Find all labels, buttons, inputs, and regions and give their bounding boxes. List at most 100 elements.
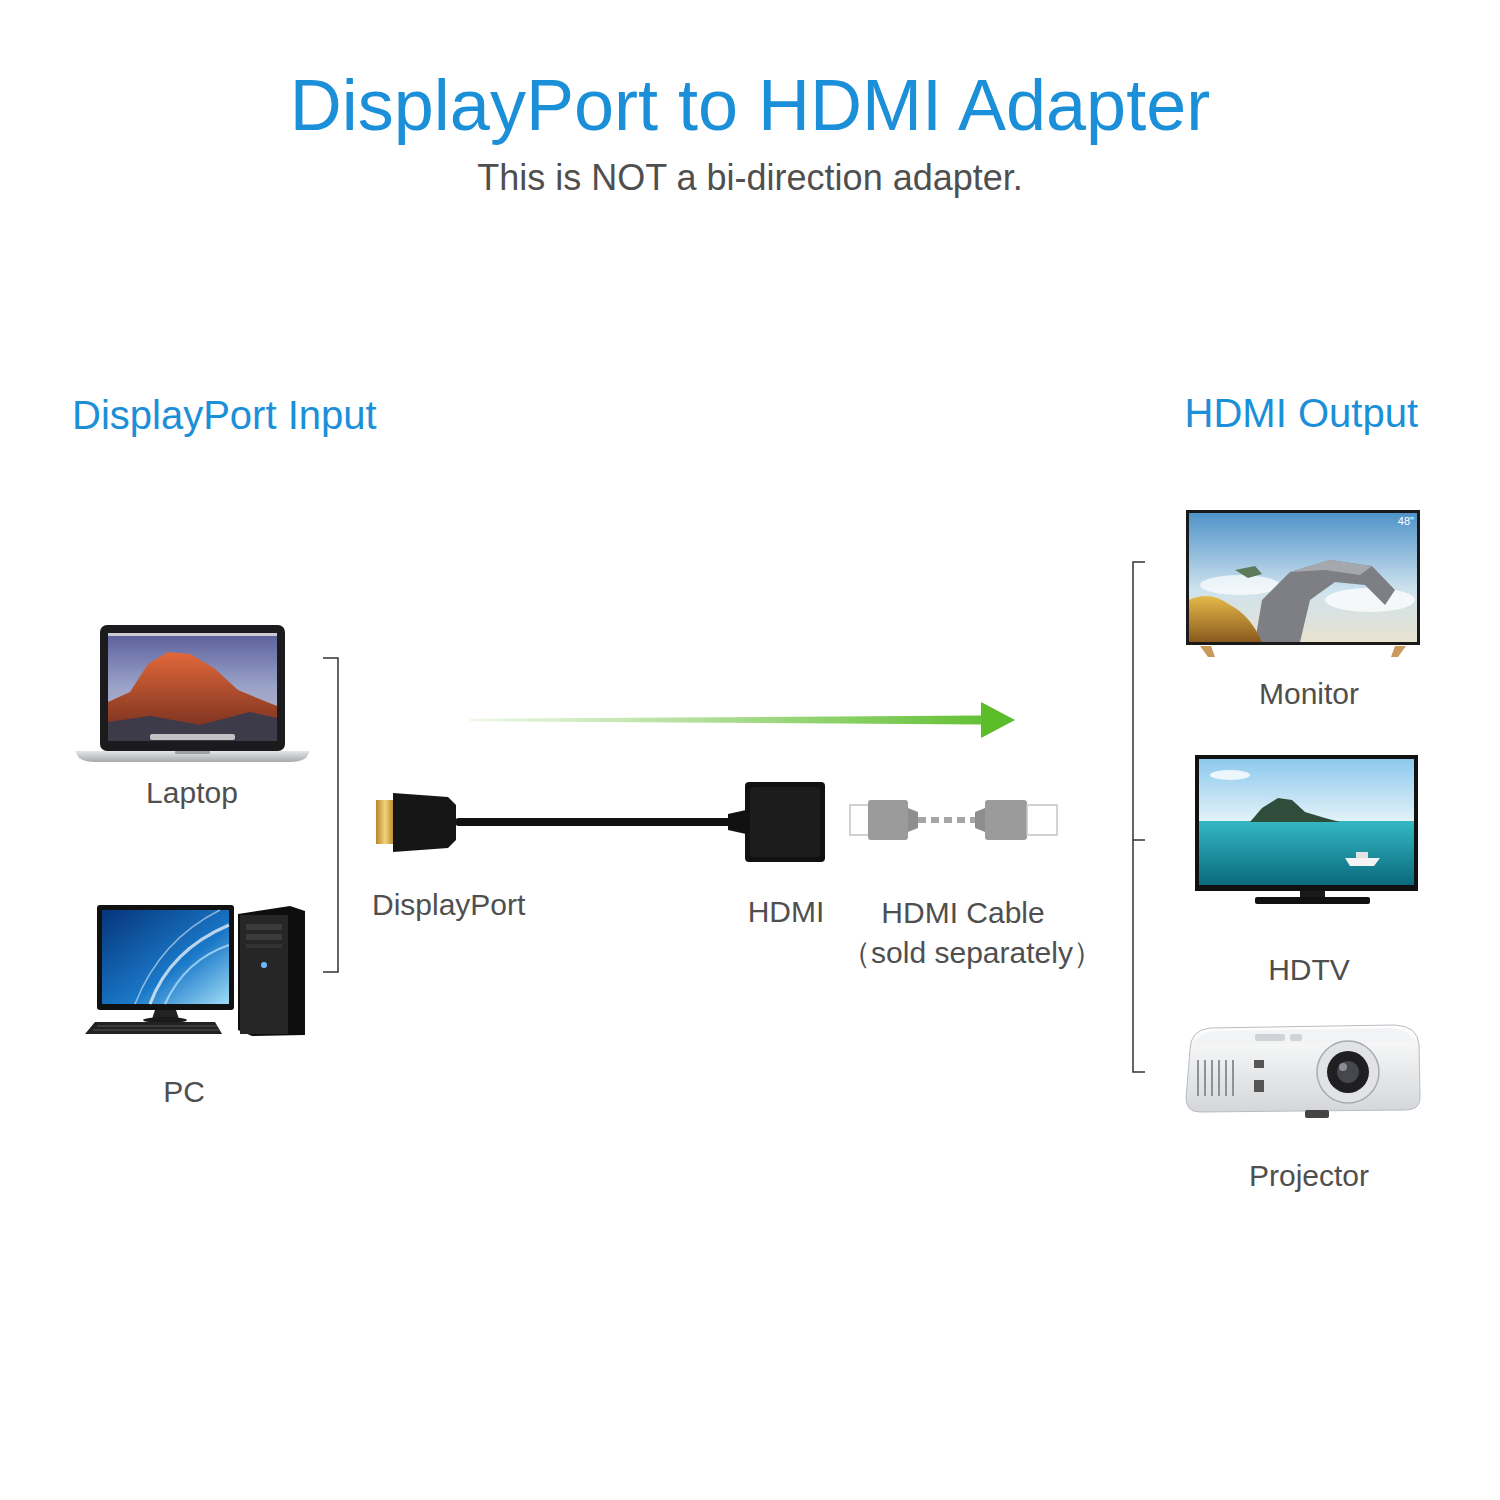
hdmi-cable-picture-part (868, 800, 908, 840)
projector-picture (1186, 1025, 1420, 1118)
projector-picture-part (1305, 1110, 1329, 1118)
connector-label: HDMI (686, 894, 886, 930)
projector-picture-part (1327, 1051, 1369, 1093)
monitor-picture-part (1290, 560, 1372, 575)
laptop-picture-part (75, 751, 310, 762)
projector-picture-part-part (1197, 1060, 1199, 1096)
hdtv-picture (1195, 755, 1418, 904)
adapter-picture-part (376, 800, 394, 844)
pc-picture-part (165, 945, 229, 1004)
input-group: DisplayPort InputLaptopPC (60, 385, 470, 1125)
monitor-picture-part (1189, 513, 1417, 642)
arrow-head (981, 702, 1015, 738)
projector-picture-part (1339, 1063, 1347, 1071)
pc-picture (85, 905, 305, 1036)
hdmi-cable-picture-part (985, 800, 1027, 840)
monitor-picture-part (1325, 588, 1415, 612)
adapter-picture-part (728, 810, 746, 834)
diagram-title: DisplayPort to HDMI Adapter (0, 62, 1500, 148)
pc-picture-part (246, 934, 282, 940)
arrow-shaft (470, 716, 981, 725)
adapter-picture-part (455, 818, 733, 826)
output-group: HDMI OutputMonitorHDTV Projector (1015, 385, 1430, 1205)
subtitle-note: This is NOT a bi-direction adapter. (250, 156, 1250, 199)
projector-picture-part (1198, 1060, 1233, 1096)
hdmi-cable-picture (850, 800, 1057, 840)
projector-picture-part (1186, 1025, 1420, 1112)
pc-picture-part (238, 906, 305, 1036)
hdtv-picture-part (1210, 770, 1250, 780)
pc-picture-part (97, 905, 234, 1010)
bracket (323, 658, 338, 972)
node-label: HDTV (1209, 952, 1409, 988)
cable-note: （sold separately） (822, 935, 1122, 971)
bracket-part (1133, 562, 1145, 1072)
projector-picture-part (1192, 1028, 1414, 1045)
hdmi-cable-picture-part (918, 817, 975, 823)
bracket (1133, 562, 1145, 1072)
laptop-picture-part (150, 734, 235, 740)
hdmi-cable-picture-part (908, 808, 918, 832)
monitor-picture-part (1255, 560, 1395, 642)
laptop-picture-part (108, 652, 277, 741)
connector-label: DisplayPort (372, 887, 592, 923)
monitor-picture-part (1200, 646, 1215, 657)
projector-picture-part (1337, 1061, 1359, 1083)
device-node: Monitor (1180, 505, 1425, 716)
hdtv-picture-part (1356, 852, 1368, 858)
projector-picture-part-part (1232, 1060, 1234, 1096)
hdmi-cable-picture-part (975, 808, 985, 832)
hdmi-cable-picture-part (850, 805, 870, 835)
pc-picture-part (85, 1022, 222, 1034)
hdtv-picture-part (1199, 821, 1414, 885)
node-label: Laptop (92, 775, 292, 811)
device-node: Projector (1180, 1020, 1425, 1200)
laptop-picture-part (175, 751, 210, 754)
node-label: DisplayPort Input (72, 391, 462, 439)
monitor-picture (1186, 510, 1420, 657)
pc-picture-part (246, 924, 282, 930)
screen-size-mark: 48" (1370, 515, 1414, 528)
hdtv-picture-part (1199, 759, 1414, 821)
projector-picture-part-part (1218, 1060, 1220, 1096)
adapter-picture-part (745, 782, 825, 862)
node-label: Projector (1209, 1158, 1409, 1194)
pc-picture-part (93, 1026, 220, 1030)
node-label: HDMI Output (1015, 389, 1418, 437)
pc-picture-part (261, 962, 267, 968)
laptop-picture-part (108, 633, 277, 636)
pc-picture-part (240, 915, 288, 1034)
flow-arrow (470, 702, 1015, 738)
projector-picture-part-part (1211, 1060, 1213, 1096)
pc-picture-part (246, 944, 282, 948)
node-label: PC (84, 1074, 284, 1110)
laptop-picture-part (108, 633, 277, 741)
projector-picture-part-part (1204, 1060, 1206, 1096)
device-node: Laptop (75, 620, 315, 820)
projector-picture-part-part (1225, 1060, 1227, 1096)
adapter-picture (376, 782, 825, 862)
hdtv-picture-part (1300, 891, 1325, 898)
cable-label: HDMI Cable (813, 895, 1113, 931)
laptop-picture-part (108, 712, 277, 741)
adapter-picture-part (750, 787, 820, 857)
pc-picture-part (150, 925, 229, 1004)
monitor-picture-part (1189, 596, 1262, 642)
projector-picture-part (1254, 1060, 1264, 1068)
projector-picture-part (1255, 1034, 1285, 1041)
projector-picture-part (1317, 1041, 1379, 1103)
hdtv-picture-part (1255, 897, 1370, 904)
hdtv-picture-part (1250, 798, 1340, 822)
laptop-picture-part (100, 625, 285, 751)
adapter-picture-part (393, 793, 456, 852)
hdmi-cable-picture-part (1027, 805, 1057, 835)
projector-picture-part (1290, 1034, 1302, 1041)
device-node: PC (80, 900, 310, 1120)
node-label: Monitor (1209, 676, 1409, 712)
hdtv-picture-part (1195, 755, 1418, 891)
projector-picture-part (1254, 1080, 1264, 1092)
bracket-part (1133, 839, 1145, 841)
monitor-picture-part (1235, 566, 1262, 578)
